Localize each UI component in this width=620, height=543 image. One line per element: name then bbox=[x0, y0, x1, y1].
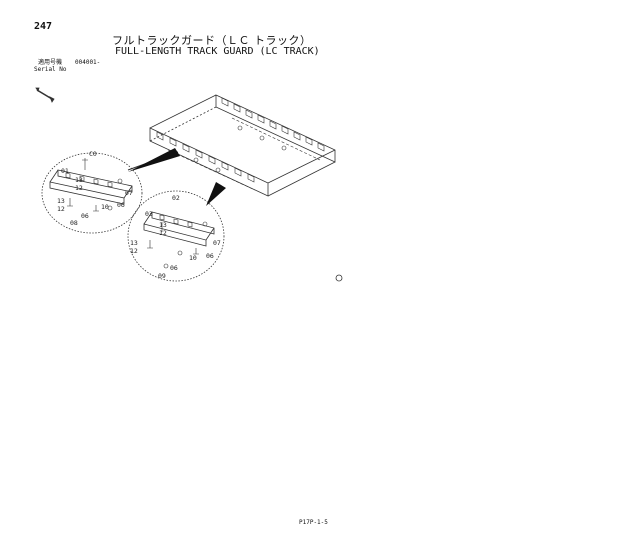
callout-10: 10 bbox=[101, 203, 109, 211]
callout-12: 12 bbox=[75, 184, 83, 192]
upper-detail-circle bbox=[41, 152, 143, 234]
reference-mark bbox=[335, 274, 343, 282]
serial-label-english: Serial No bbox=[34, 66, 67, 73]
callout-c0: C0 bbox=[89, 150, 97, 158]
callout-13b: 13 bbox=[57, 197, 65, 205]
wrench-icon bbox=[35, 87, 55, 103]
callout-06b: 06 bbox=[81, 212, 89, 220]
callout-06: 06 bbox=[206, 252, 214, 260]
upper-pointer-arrowhead bbox=[128, 148, 180, 172]
callout-12: 12 bbox=[159, 229, 167, 237]
title-japanese: フルトラックガード（ＬＣ トラック） bbox=[112, 34, 312, 47]
callout-01: 01 bbox=[61, 167, 69, 175]
callout-06: 06 bbox=[117, 201, 125, 209]
callout-08: 08 bbox=[70, 219, 78, 227]
callout-07: 07 bbox=[125, 189, 133, 197]
serial-number: 004001- bbox=[75, 59, 101, 66]
lower-callouts: 02 03 13 12 07 13 12 06 10 06 09 bbox=[130, 194, 221, 280]
serial-label-japanese: 適用号機 bbox=[38, 59, 63, 66]
lower-pointer-arrowhead bbox=[206, 182, 226, 206]
callout-12b: 12 bbox=[130, 247, 138, 255]
title-english: FULL-LENGTH TRACK GUARD (LC TRACK) bbox=[115, 46, 320, 57]
callout-02: 02 bbox=[172, 194, 180, 202]
lower-detail-circle bbox=[127, 190, 225, 282]
callout-07: 07 bbox=[213, 239, 221, 247]
page-code: P17P-1-5 bbox=[299, 519, 328, 526]
callout-03: 03 bbox=[145, 210, 153, 218]
callout-13b: 13 bbox=[130, 239, 138, 247]
callout-10: 10 bbox=[189, 254, 197, 262]
callout-06b: 06 bbox=[170, 264, 178, 272]
callout-13: 13 bbox=[159, 221, 167, 229]
page-number: 247 bbox=[34, 21, 53, 32]
callout-09: 09 bbox=[158, 272, 166, 280]
callout-13: 13 bbox=[75, 176, 83, 184]
callout-12b: 12 bbox=[57, 205, 65, 213]
track-assembly-drawing bbox=[149, 94, 336, 197]
upper-callouts: C0 01 13 12 07 13 06 10 12 06 08 bbox=[57, 150, 133, 227]
